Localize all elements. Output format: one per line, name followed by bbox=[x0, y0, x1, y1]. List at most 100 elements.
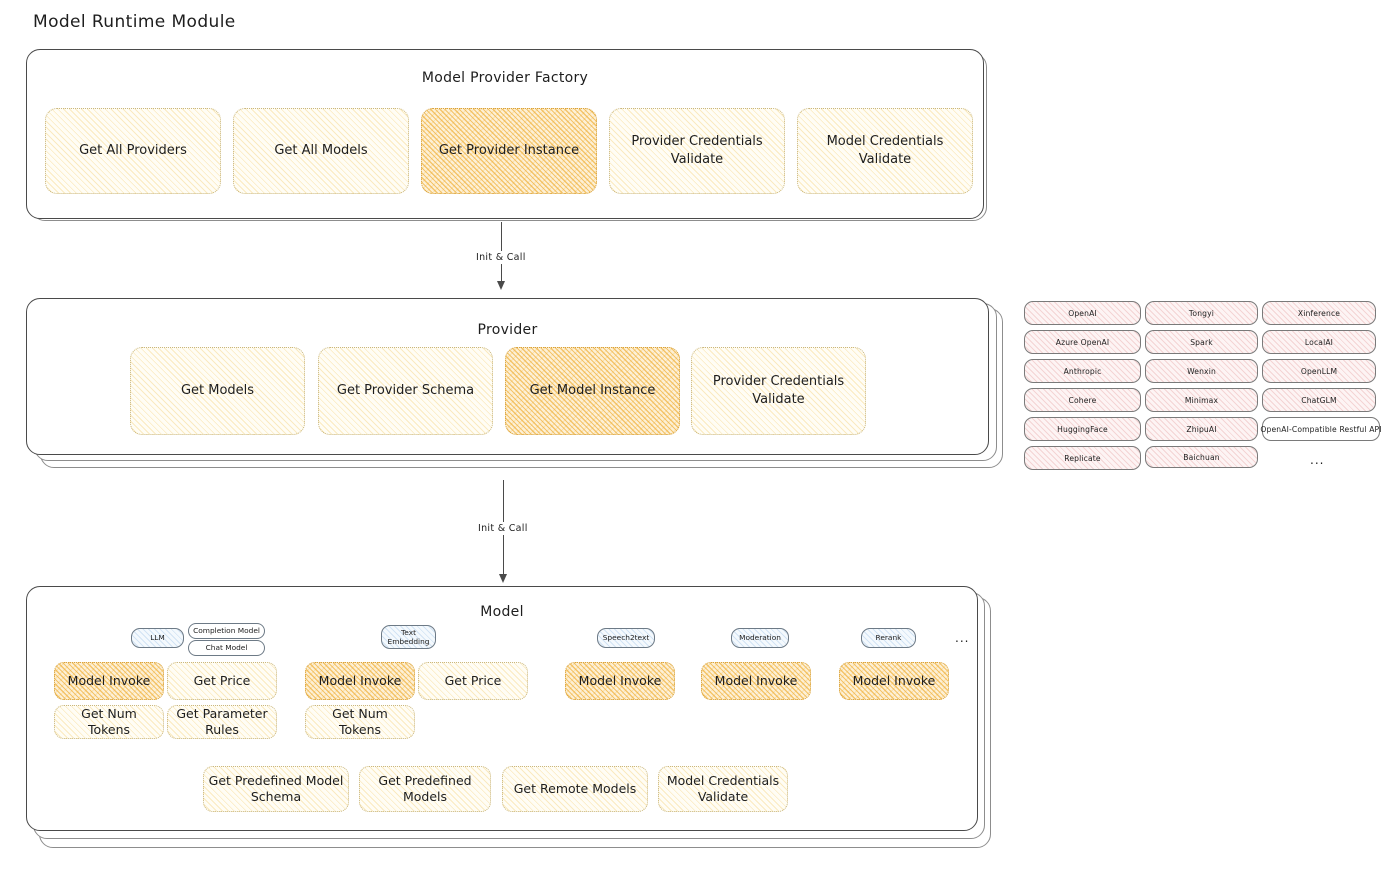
method-label: Get Num Tokens bbox=[332, 706, 388, 737]
model-common-method-get-predefined-models[interactable]: Get Predefined Models bbox=[359, 766, 491, 812]
provider-pill-label: OpenAI-Compatible Restful API bbox=[1260, 424, 1382, 434]
provider-card-label: Get Provider Schema bbox=[336, 383, 475, 399]
arrow-1-label: Init & Call bbox=[471, 251, 531, 264]
provider-pill-label: Xinference bbox=[1297, 308, 1341, 318]
text-embedding-method-model-invoke[interactable]: Model Invoke bbox=[305, 662, 415, 700]
provider-pill-label: ZhipuAI bbox=[1186, 424, 1217, 434]
model-type-badge-label: Text Embedding bbox=[387, 627, 430, 646]
method-label: Model Invoke bbox=[318, 673, 402, 689]
model-panel: Model LLM Completion Model Chat Model Mo… bbox=[26, 586, 978, 831]
provider-card-get-models[interactable]: Get Models bbox=[130, 347, 305, 435]
provider-pill-spark[interactable]: Spark bbox=[1145, 330, 1258, 354]
model-subtype-badge-chat-model[interactable]: Chat Model bbox=[188, 640, 265, 656]
model-type-badge-text-embedding[interactable]: Text Embedding bbox=[381, 625, 436, 649]
model-type-badge-label: LLM bbox=[150, 633, 165, 643]
factory-card-provider-credentials-validate[interactable]: Provider Credentials Validate bbox=[609, 108, 785, 194]
provider-panel-title: Provider bbox=[477, 322, 538, 338]
llm-method-get-num-tokens[interactable]: Get Num Tokens bbox=[54, 705, 164, 739]
method-label: Model Invoke bbox=[714, 673, 798, 689]
provider-pill-azure-openai[interactable]: Azure OpenAI bbox=[1024, 330, 1141, 354]
model-common-method-get-predefined-model-schema[interactable]: Get Predefined Model Schema bbox=[203, 766, 349, 812]
provider-pill-xinference[interactable]: Xinference bbox=[1262, 301, 1376, 325]
arrow-1-head bbox=[497, 281, 505, 290]
model-type-badge-llm[interactable]: LLM bbox=[131, 628, 184, 648]
model-panel-title: Model bbox=[480, 604, 524, 620]
model-type-badge-moderation[interactable]: Moderation bbox=[731, 628, 789, 648]
moderation-method-model-invoke[interactable]: Model Invoke bbox=[701, 662, 811, 700]
provider-pill-chatglm[interactable]: ChatGLM bbox=[1262, 388, 1376, 412]
method-label: Model Invoke bbox=[852, 673, 936, 689]
method-label: Model Credentials Validate bbox=[666, 773, 780, 804]
rerank-method-model-invoke[interactable]: Model Invoke bbox=[839, 662, 949, 700]
provider-pill-anthropic[interactable]: Anthropic bbox=[1024, 359, 1141, 383]
model-provider-factory-panel: Model Provider Factory Get All Providers… bbox=[26, 49, 984, 219]
provider-pill-label: Wenxin bbox=[1187, 366, 1216, 376]
provider-pill-label: Tongyi bbox=[1188, 308, 1215, 318]
provider-pill-huggingface[interactable]: HuggingFace bbox=[1024, 417, 1141, 441]
provider-pill-label: HuggingFace bbox=[1057, 424, 1108, 434]
provider-pill-baichuan[interactable]: Baichuan bbox=[1145, 446, 1258, 468]
method-label: Get Predefined Model Schema bbox=[208, 773, 344, 804]
model-subtype-badge-label: Completion Model bbox=[193, 626, 260, 636]
provider-card-get-model-instance[interactable]: Get Model Instance bbox=[505, 347, 680, 435]
method-label: Get Num Tokens bbox=[81, 706, 137, 737]
provider-list-more-ellipsis: ... bbox=[1310, 453, 1325, 467]
model-common-method-get-remote-models[interactable]: Get Remote Models bbox=[502, 766, 648, 812]
method-label: Model Invoke bbox=[67, 673, 151, 689]
model-type-badge-label: Speech2text bbox=[602, 633, 650, 643]
arrow-2-head bbox=[499, 574, 507, 583]
provider-pill-zhipuai[interactable]: ZhipuAI bbox=[1145, 417, 1258, 441]
llm-method-get-parameter-rules[interactable]: Get Parameter Rules bbox=[167, 705, 277, 739]
model-type-badge-speech2text[interactable]: Speech2text bbox=[597, 628, 655, 648]
factory-card-get-all-models[interactable]: Get All Models bbox=[233, 108, 409, 194]
provider-pill-label: Minimax bbox=[1184, 395, 1219, 405]
model-types-more-ellipsis: ... bbox=[955, 631, 970, 645]
method-label: Get Remote Models bbox=[513, 781, 637, 797]
provider-pill-label: Cohere bbox=[1068, 395, 1097, 405]
model-type-badge-rerank[interactable]: Rerank bbox=[861, 628, 916, 648]
factory-card-label: Model Credentials Validate bbox=[826, 134, 944, 167]
provider-pill-label: OpenAI bbox=[1068, 308, 1097, 318]
provider-pill-label: Anthropic bbox=[1063, 366, 1102, 376]
provider-card-label: Provider Credentials Validate bbox=[712, 374, 845, 407]
method-label: Model Invoke bbox=[578, 673, 662, 689]
model-type-badge-label: Rerank bbox=[875, 633, 902, 643]
llm-method-model-invoke[interactable]: Model Invoke bbox=[54, 662, 164, 700]
model-subtype-badge-label: Chat Model bbox=[205, 643, 248, 653]
provider-pill-tongyi[interactable]: Tongyi bbox=[1145, 301, 1258, 325]
method-label: Get Price bbox=[444, 673, 502, 689]
arrow-2-label: Init & Call bbox=[473, 522, 533, 535]
text-embedding-method-get-num-tokens[interactable]: Get Num Tokens bbox=[305, 705, 415, 739]
factory-card-get-provider-instance[interactable]: Get Provider Instance bbox=[421, 108, 597, 194]
provider-pill-label: Baichuan bbox=[1183, 452, 1220, 462]
provider-card-provider-credentials-validate[interactable]: Provider Credentials Validate bbox=[691, 347, 866, 435]
model-subtype-badge-completion-model[interactable]: Completion Model bbox=[188, 623, 265, 639]
factory-card-get-all-providers[interactable]: Get All Providers bbox=[45, 108, 221, 194]
provider-pill-openllm[interactable]: OpenLLM bbox=[1262, 359, 1376, 383]
factory-card-label: Get All Providers bbox=[79, 143, 187, 159]
provider-card-get-provider-schema[interactable]: Get Provider Schema bbox=[318, 347, 493, 435]
provider-card-label: Get Model Instance bbox=[529, 383, 656, 399]
llm-method-get-price[interactable]: Get Price bbox=[167, 662, 277, 700]
provider-pill-replicate[interactable]: Replicate bbox=[1024, 446, 1141, 470]
model-type-badge-label: Moderation bbox=[739, 633, 781, 643]
provider-pill-localai[interactable]: LocalAI bbox=[1262, 330, 1376, 354]
provider-pill-wenxin[interactable]: Wenxin bbox=[1145, 359, 1258, 383]
provider-pill-openai[interactable]: OpenAI bbox=[1024, 301, 1141, 325]
factory-card-label: Get Provider Instance bbox=[438, 143, 580, 159]
speech2text-method-model-invoke[interactable]: Model Invoke bbox=[565, 662, 675, 700]
provider-pill-label: OpenLLM bbox=[1300, 366, 1338, 376]
provider-card-label: Get Models bbox=[180, 383, 255, 399]
provider-pill-openai-compatible-restful-api[interactable]: OpenAI-Compatible Restful API bbox=[1260, 417, 1382, 441]
provider-pill-cohere[interactable]: Cohere bbox=[1024, 388, 1141, 412]
provider-pill-label: Spark bbox=[1190, 337, 1213, 347]
text-embedding-method-get-price[interactable]: Get Price bbox=[418, 662, 528, 700]
provider-pill-label: LocalAI bbox=[1304, 337, 1334, 347]
provider-pill-minimax[interactable]: Minimax bbox=[1145, 388, 1258, 412]
method-label: Get Parameter Rules bbox=[176, 706, 268, 737]
factory-card-label: Provider Credentials Validate bbox=[631, 134, 763, 167]
factory-panel-title: Model Provider Factory bbox=[421, 70, 589, 86]
method-label: Get Predefined Models bbox=[378, 773, 472, 804]
model-common-method-model-credentials-validate[interactable]: Model Credentials Validate bbox=[658, 766, 788, 812]
factory-card-model-credentials-validate[interactable]: Model Credentials Validate bbox=[797, 108, 973, 194]
